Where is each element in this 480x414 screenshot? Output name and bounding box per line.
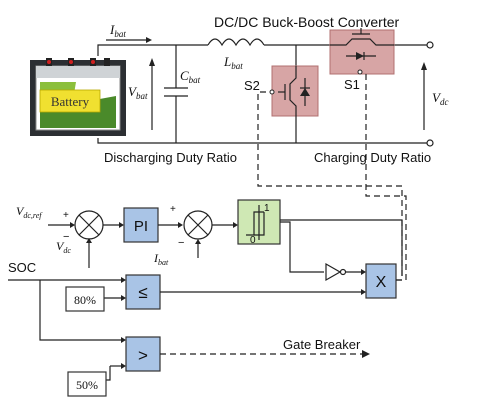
constant-50-block (67, 371, 107, 397)
l-bat-label: Lbat (223, 54, 243, 71)
sat-bottom-label: 0 (250, 235, 256, 246)
gate-breaker-label: Gate Breaker (283, 337, 361, 352)
charging-duty-ratio-label: Charging Duty Ratio (314, 150, 431, 165)
summing-junction-voltage (74, 210, 104, 240)
le-label: ≤ (138, 283, 147, 302)
saturation-symbol (246, 205, 265, 240)
capacitor-c-bat (164, 45, 188, 143)
v-dc-ref-label: Vdc,ref (16, 204, 43, 220)
constant-80-block (65, 286, 105, 312)
bottom-bus-wire (97, 138, 428, 144)
sign-plus-2: + (170, 204, 176, 215)
s1-label: S1 (344, 77, 360, 92)
i-bat-label: Ibat (109, 22, 126, 39)
output-terminal-top (426, 41, 434, 49)
le-comparator-block (125, 274, 161, 310)
battery-image: Battery (30, 58, 126, 136)
v-dc-feedback-label: Vdc (56, 239, 71, 255)
s2-label: S2 (244, 78, 260, 93)
inductor-l-bat (207, 38, 265, 47)
sign-minus-1: − (63, 231, 69, 243)
v-bat-label: Vbat (128, 84, 148, 101)
v-dc-label: Vdc (432, 90, 448, 107)
gt-label: > (138, 346, 148, 365)
not-gate (325, 262, 347, 282)
converter-title: DC/DC Buck-Boost Converter (214, 14, 400, 30)
constant-50-label: 50% (76, 378, 98, 392)
summing-junction-current (183, 210, 213, 240)
switch-s2 (271, 65, 319, 117)
top-bus-wire (97, 44, 208, 56)
pi-label: PI (134, 218, 148, 235)
c-bat-label: Cbat (180, 68, 201, 85)
igbt-s2-symbol (278, 66, 310, 116)
discharging-duty-ratio-label: Discharging Duty Ratio (104, 150, 237, 165)
output-terminal-bottom (426, 139, 434, 147)
battery-label: Battery (51, 94, 90, 109)
constant-80-label: 80% (74, 293, 96, 307)
switch-s1 (329, 29, 395, 75)
sign-minus-2: − (178, 237, 184, 249)
i-bat-feedback-label: Ibat (153, 251, 169, 267)
sign-plus-1: + (63, 210, 69, 221)
soc-label: SOC (8, 260, 36, 275)
sat-top-label: 1 (264, 203, 270, 214)
multiplier-block (365, 263, 397, 299)
discharging-signal-line (257, 91, 403, 276)
igbt-s1-symbol (330, 28, 394, 60)
mult-label: X (376, 274, 387, 291)
